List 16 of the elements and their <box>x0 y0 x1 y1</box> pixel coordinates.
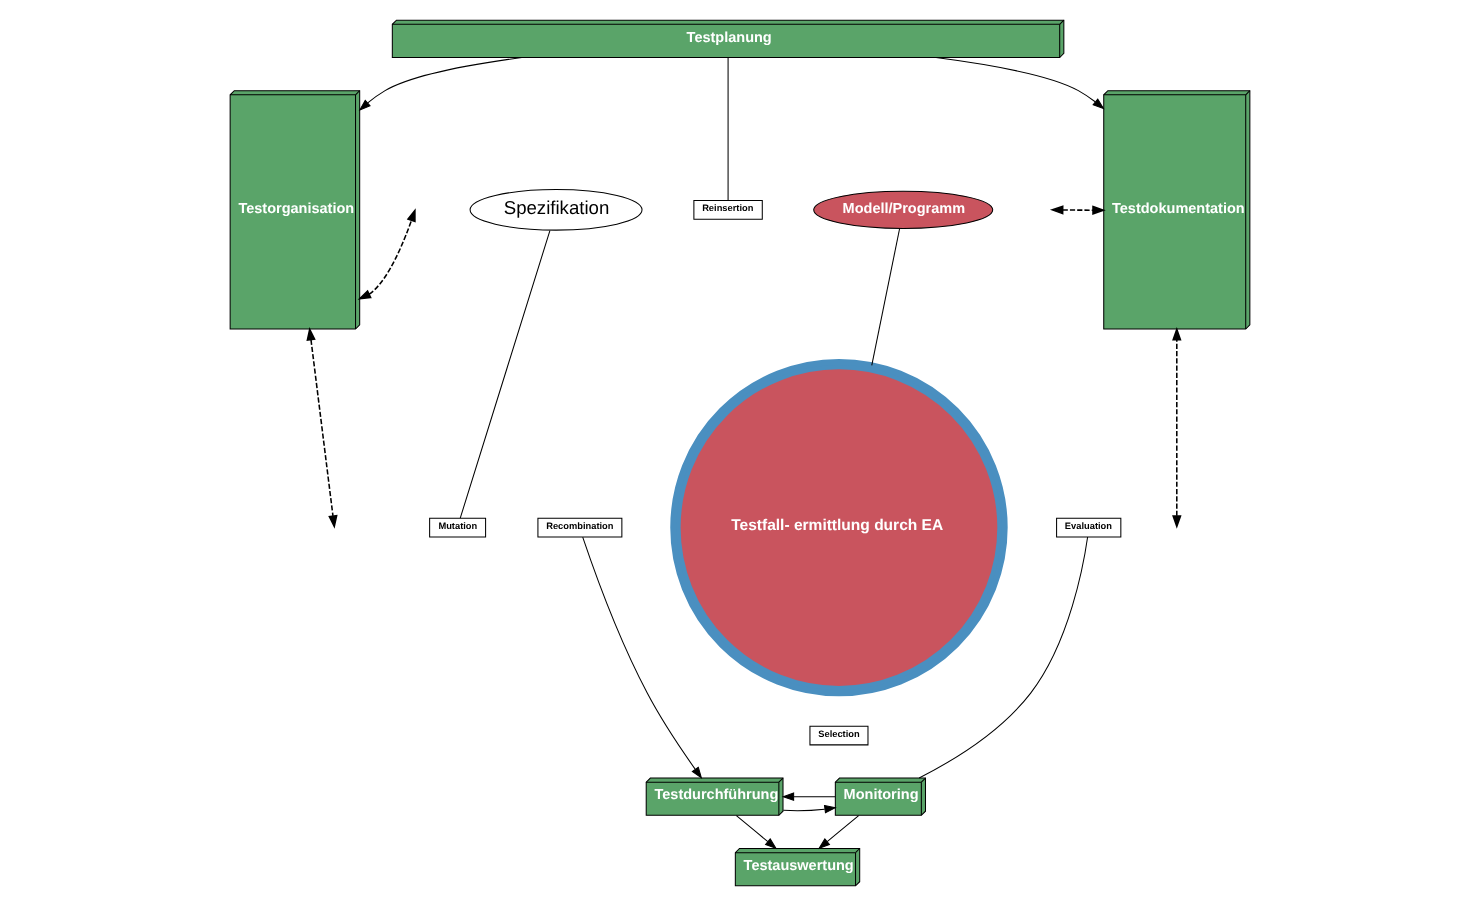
arrow <box>816 815 859 850</box>
arrow <box>934 57 1104 110</box>
connector <box>726 57 728 201</box>
node-ellipse: Spezifikation <box>468 189 642 231</box>
arrow <box>357 57 522 111</box>
arrow <box>734 815 777 850</box>
arrow <box>356 208 415 300</box>
arrow <box>780 792 835 802</box>
arrow <box>581 536 702 780</box>
arrow <box>305 327 337 529</box>
arrow <box>781 804 836 814</box>
connector <box>917 536 1088 779</box>
connector <box>458 230 550 519</box>
arrow <box>1171 326 1181 529</box>
arrow <box>1048 205 1105 215</box>
connector <box>870 228 900 366</box>
